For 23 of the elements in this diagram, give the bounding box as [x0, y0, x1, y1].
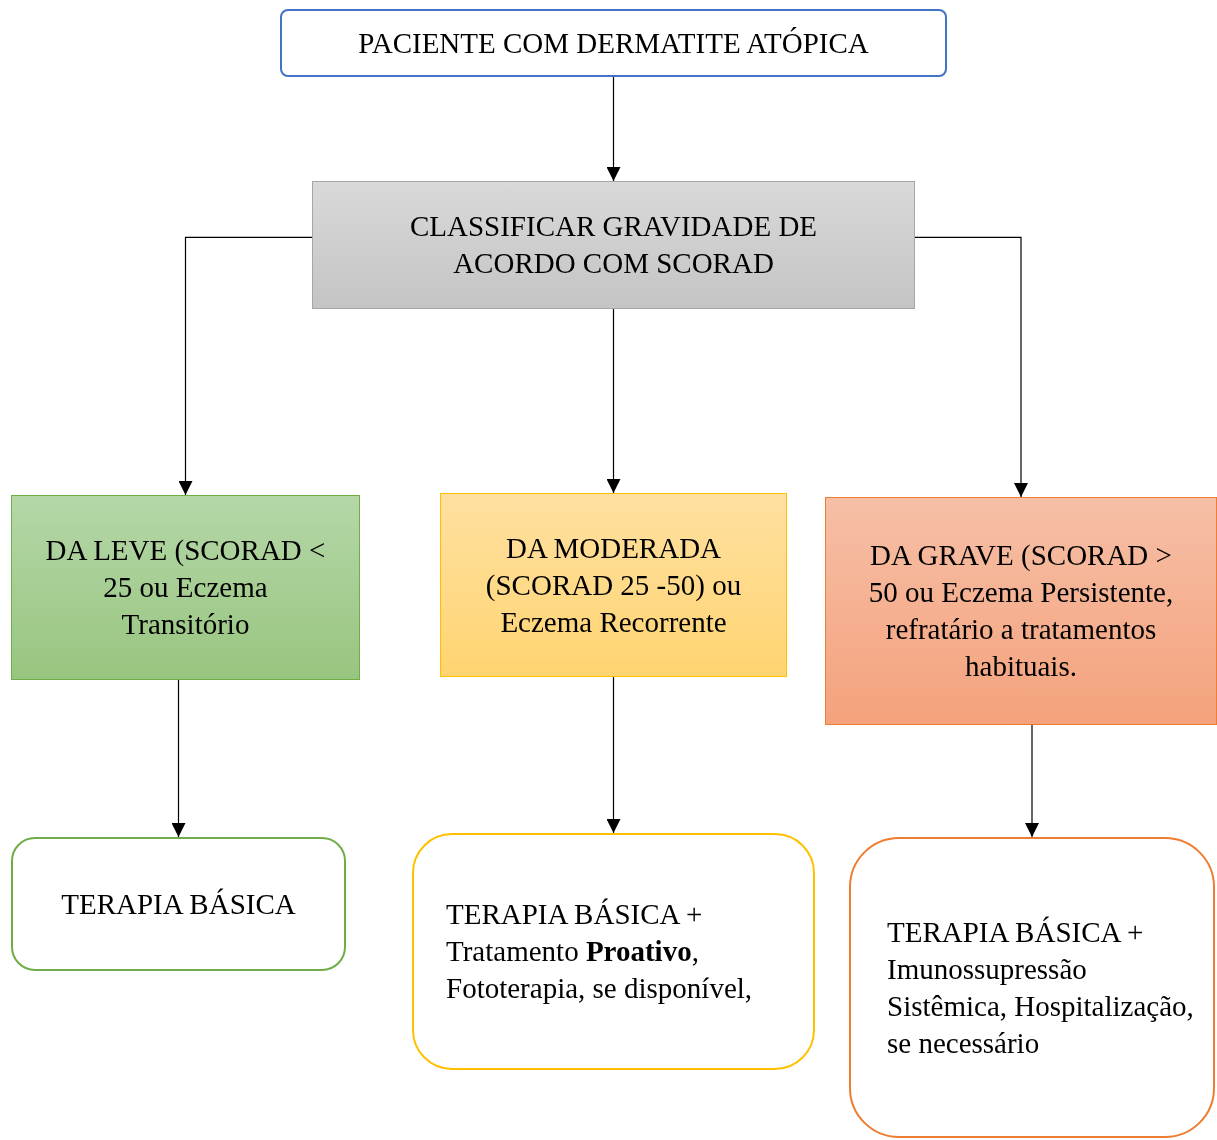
node-text: PACIENTE COM DERMATITE ATÓPICA [357, 25, 870, 61]
severity-box [11, 495, 360, 680]
node-text: TERAPIA BÁSICA + Imunossupressão Sistêmica, Hospitalização, se necessário [887, 914, 1195, 1061]
therapy-box [11, 837, 346, 971]
arrow [606, 76, 621, 182]
node-text: TERAPIA BÁSICA + Tratamento Proativo, Fototerapia, se disponível, [446, 897, 754, 1006]
node-text: CLASSIFICAR GRAVIDADE DE ACORDO COM SCORAD [408, 209, 819, 281]
arrow [1025, 724, 1039, 838]
arrow [914, 236, 1028, 498]
node-text: DA GRAVE (SCORAD > 50 ou Eczema Persistente, refratário a tratamentos habituais. [867, 538, 1175, 684]
start-box [280, 9, 947, 77]
therapy-box [412, 833, 815, 1070]
severity-box [440, 493, 787, 677]
arrow [171, 679, 186, 838]
arrow [178, 236, 313, 496]
arrow [606, 308, 621, 494]
arrow [606, 676, 621, 834]
therapy-box [849, 837, 1215, 1138]
node-text: DA MODERADA (SCORAD 25 -50) ou Eczema Recorrente [484, 530, 743, 640]
node-text: TERAPIA BÁSICA [60, 886, 297, 922]
process-box [312, 181, 915, 309]
node-text: DA LEVE (SCORAD < 25 ou Eczema Transitório [44, 533, 327, 642]
severity-box [825, 497, 1217, 725]
